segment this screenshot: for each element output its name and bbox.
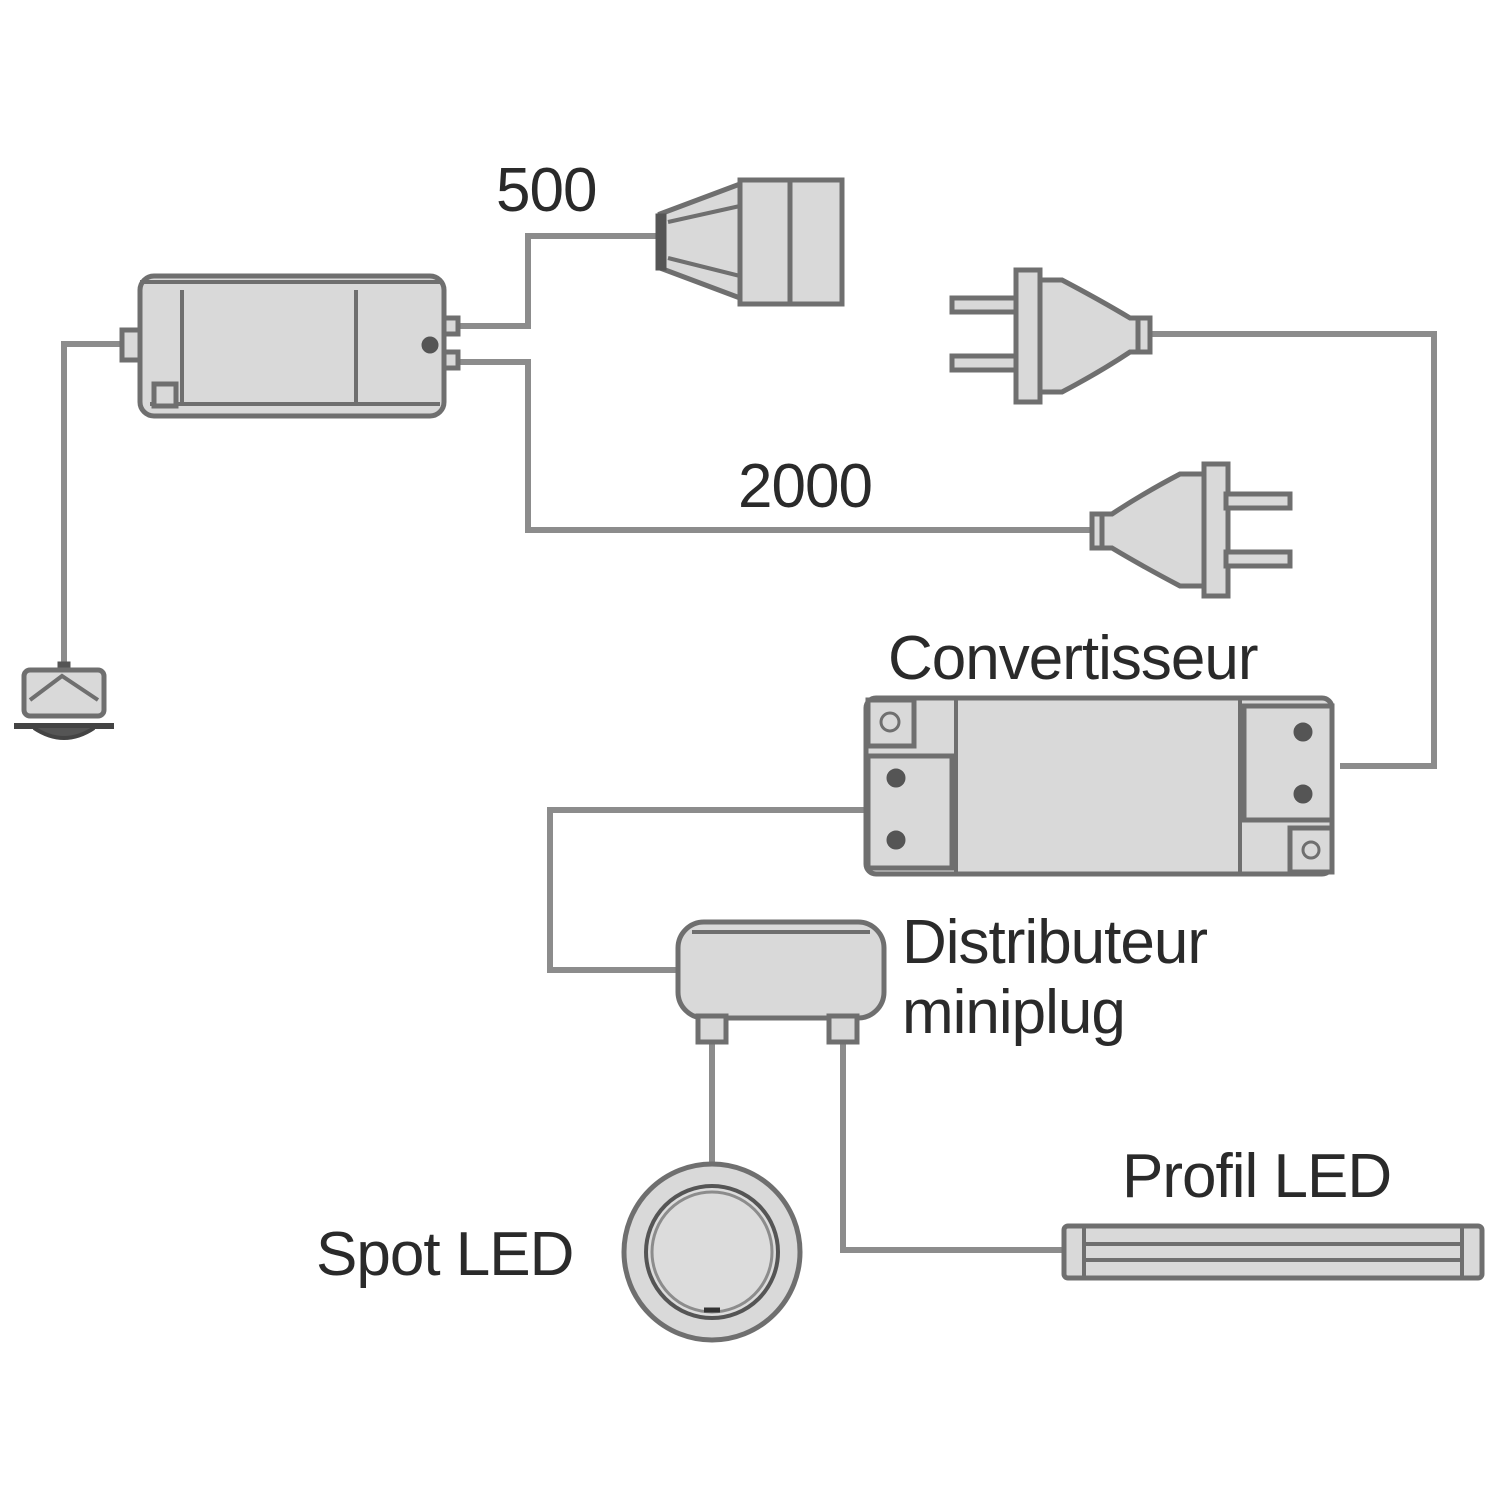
cable-length-500-label: 500	[496, 156, 597, 225]
profile-led-icon	[1061, 1223, 1485, 1281]
profile-led-label: Profil LED	[1122, 1142, 1392, 1211]
wire-mains-converter	[1148, 331, 1437, 769]
female-socket-icon	[655, 177, 845, 307]
cable-length-2000-label: 2000	[738, 452, 873, 521]
wire-profile	[840, 1040, 1065, 1253]
distributor-icon	[675, 919, 887, 1045]
converter-icon	[863, 695, 1335, 877]
mains-plug-icon	[949, 267, 1153, 405]
converter-label: Convertisseur	[888, 624, 1258, 693]
control-unit-icon	[119, 273, 461, 419]
spot-led-icon	[621, 1161, 803, 1343]
distributor-label-line1: Distributeur	[902, 908, 1208, 977]
wire-sensor	[61, 341, 122, 668]
wire-converter-distributor	[547, 807, 866, 973]
wires	[61, 233, 1437, 1253]
distributor-label-line2: miniplug	[902, 978, 1126, 1047]
motion-sensor-icon	[14, 661, 114, 740]
male-plug-2000-icon	[1089, 461, 1293, 599]
wire-2000	[452, 359, 1095, 533]
wire-500	[452, 233, 660, 329]
spot-led-label: Spot LED	[316, 1220, 574, 1289]
